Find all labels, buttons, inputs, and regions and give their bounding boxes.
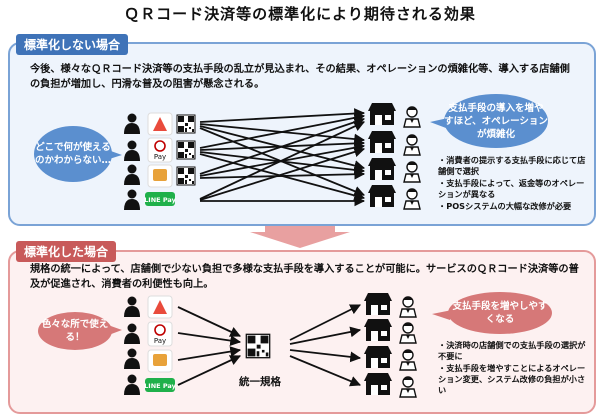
- payment-app-icon-2: Pay: [147, 321, 173, 347]
- clerk-icon: [403, 188, 421, 210]
- store-icon: [364, 373, 392, 395]
- store-issue-item: ・消費者の提示する支払手段に応じて店舗側で選択: [438, 155, 586, 176]
- consumer-icon: [124, 348, 140, 369]
- store-icon: [364, 346, 392, 368]
- consumer-confusion-bubble: どこで何が使えるのかわからない…: [34, 126, 112, 182]
- payment-app-icon-2: Pay: [147, 137, 173, 163]
- clerk-icon: [399, 376, 417, 398]
- unified-standard-label: 統一規格: [239, 376, 281, 388]
- qr-code-icon: [176, 140, 196, 160]
- consumer-icon: [124, 164, 140, 185]
- store-issue-item: ・支払手段によって、返金等のオペレーションが異なる: [438, 178, 585, 199]
- consumer-icon: [124, 113, 140, 134]
- store-icon: [368, 103, 396, 125]
- description-with-standardization: 規格の統一によって、店舗側で少ない負担で多様な支払手段を導入することが可能に。サ…: [30, 264, 579, 290]
- unified-qr-code-icon: [245, 333, 271, 359]
- payment-app-icon-3: [147, 349, 173, 373]
- consumer-icon: [124, 323, 140, 344]
- transition-arrow: [250, 226, 350, 248]
- store-issue-list: ・消費者の提示する支払手段に応じて店舗側で選択 ・支払手段によって、返金等のオペ…: [438, 155, 586, 213]
- store-issue-item: ・POSシステムの大幅な改修が必要: [438, 201, 572, 211]
- payment-app-icon-1: [147, 295, 173, 319]
- payment-label: Pay: [154, 337, 166, 345]
- store-icon: [368, 131, 396, 153]
- page-title: ＱＲコード決済等の標準化により期待される効果: [124, 5, 476, 23]
- store-icon: [364, 319, 392, 341]
- diverging-connections: [289, 304, 362, 387]
- consumer-icon: [124, 140, 140, 161]
- consumer-icon: [124, 374, 140, 395]
- clerk-icon: [399, 322, 417, 344]
- payment-label: Pay: [154, 153, 166, 161]
- consumer-icon: [124, 296, 140, 317]
- payment-app-icon-1: [147, 112, 173, 136]
- payment-label: LINE Pay: [144, 382, 176, 390]
- qr-code-icon: [176, 166, 196, 186]
- payment-app-icon-3: [147, 164, 173, 188]
- clerk-icon: [399, 296, 417, 318]
- store-benefit-item: ・決済時の店舗側での支払手段の選択が不要に: [438, 340, 586, 361]
- clerk-icon: [403, 134, 421, 156]
- clerk-icon: [399, 349, 417, 371]
- payment-label: LINE Pay: [144, 196, 176, 204]
- store-burden-bubble: 支払手段の導入を増やすほど、オペレーションが煩雑化: [444, 94, 548, 148]
- tag-without-standardization: 標準化しない場合: [16, 34, 129, 55]
- clerk-icon: [403, 106, 421, 128]
- converging-connections: [177, 306, 242, 386]
- store-benefit-list: ・決済時の店舗側での支払手段の選択が不要に ・支払手段を増やすことによるオペレー…: [438, 340, 586, 397]
- tag-with-standardization: 標準化した場合: [16, 241, 117, 262]
- consumer-benefit-bubble: 色々な所で使える！: [38, 312, 112, 350]
- store-icon: [364, 293, 392, 315]
- store-benefit-bubble: 支払手段を増やしやすくなる: [448, 292, 552, 334]
- tangled-connections: [199, 108, 366, 207]
- clerk-icon: [403, 161, 421, 183]
- payment-app-icon-4: LINE Pay: [144, 192, 177, 206]
- payment-app-icon-4: LINE Pay: [144, 378, 177, 392]
- qr-code-icon: [176, 114, 196, 134]
- description-without-standardization: 今後、様々なＱＲコード決済等の支払手段の乱立が見込まれ、その結果、オペレーション…: [30, 64, 570, 90]
- consumer-icon: [124, 189, 140, 210]
- store-icon: [368, 185, 396, 207]
- store-benefit-item: ・支払手段を増やすことによるオペレーション変更、システム改修の負担が小さい: [438, 363, 586, 395]
- store-icon: [368, 158, 396, 180]
